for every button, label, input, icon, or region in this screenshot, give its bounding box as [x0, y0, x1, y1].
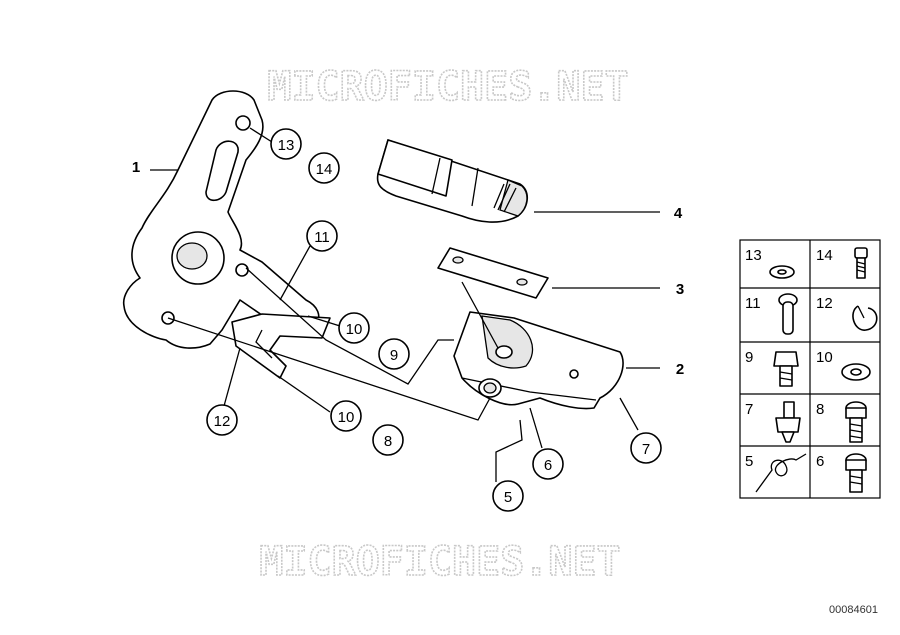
svg-text:12: 12 — [214, 413, 231, 430]
callout-8: 8 — [372, 424, 404, 456]
svg-text:2: 2 — [676, 361, 684, 378]
stud-bolt-icon — [775, 401, 801, 443]
svg-text:9: 9 — [390, 347, 398, 364]
svg-text:10: 10 — [346, 321, 363, 338]
footrest-holder-drawing — [453, 311, 624, 410]
watermark-bottom: MICROFICHES.NET — [259, 539, 620, 585]
callout-3: 3 — [676, 281, 684, 298]
legend-label-5: 5 — [745, 453, 753, 470]
callout-7: 7 — [630, 432, 662, 464]
svg-text:1: 1 — [132, 159, 140, 176]
callout-10-top: 10 — [338, 312, 370, 344]
callout-13: 13 — [270, 128, 302, 160]
callout-1: 1 — [132, 159, 140, 176]
legend-label-7: 7 — [745, 401, 753, 418]
svg-text:11: 11 — [314, 229, 330, 246]
legend-label-13: 13 — [745, 247, 762, 264]
callout-4: 4 — [674, 205, 683, 222]
svg-text:13: 13 — [278, 137, 295, 154]
callout-5: 5 — [492, 480, 524, 512]
legend-label-12: 12 — [816, 295, 833, 312]
legend-label-8: 8 — [816, 401, 824, 418]
svg-text:6: 6 — [544, 457, 552, 474]
cap-screw-icon — [845, 401, 867, 443]
callout-10-bottom: 10 — [330, 400, 362, 432]
leader-lines — [150, 127, 660, 482]
pin-icon — [778, 293, 798, 335]
legend-label-11: 11 — [745, 295, 761, 312]
diagram-code: 00084601 — [829, 604, 878, 616]
washer-icon — [769, 265, 795, 279]
callout-9: 9 — [378, 338, 410, 370]
callout-14: 14 — [308, 152, 340, 184]
svg-text:3: 3 — [676, 281, 684, 298]
plate-drawing — [437, 247, 549, 299]
legend-label-6: 6 — [816, 453, 824, 470]
callout-12: 12 — [206, 404, 238, 436]
circlip-icon — [852, 305, 878, 331]
svg-text:5: 5 — [504, 489, 512, 506]
washer-icon-2 — [841, 363, 871, 381]
legend-label-14: 14 — [816, 247, 833, 264]
watermark-top: MICROFICHES.NET — [267, 64, 628, 110]
legend-label-9: 9 — [745, 349, 753, 366]
svg-text:4: 4 — [674, 205, 683, 222]
svg-text:14: 14 — [316, 161, 333, 178]
legend-label-10: 10 — [816, 349, 833, 366]
cap-screw-icon-2 — [845, 453, 867, 493]
footrest-rubber-drawing — [376, 139, 529, 223]
callout-2: 2 — [676, 361, 684, 378]
callout-6: 6 — [532, 448, 564, 480]
svg-text:7: 7 — [642, 441, 650, 458]
svg-text:10: 10 — [338, 409, 355, 426]
spring-icon — [755, 453, 807, 493]
svg-text:8: 8 — [384, 433, 392, 450]
callout-11: 11 — [306, 220, 338, 252]
parts-legend-table: 13 14 11 12 9 10 — [739, 239, 881, 499]
socket-screw-icon — [854, 247, 868, 279]
footrest-bracket-drawing — [122, 90, 331, 379]
hex-bolt-icon — [773, 351, 799, 387]
